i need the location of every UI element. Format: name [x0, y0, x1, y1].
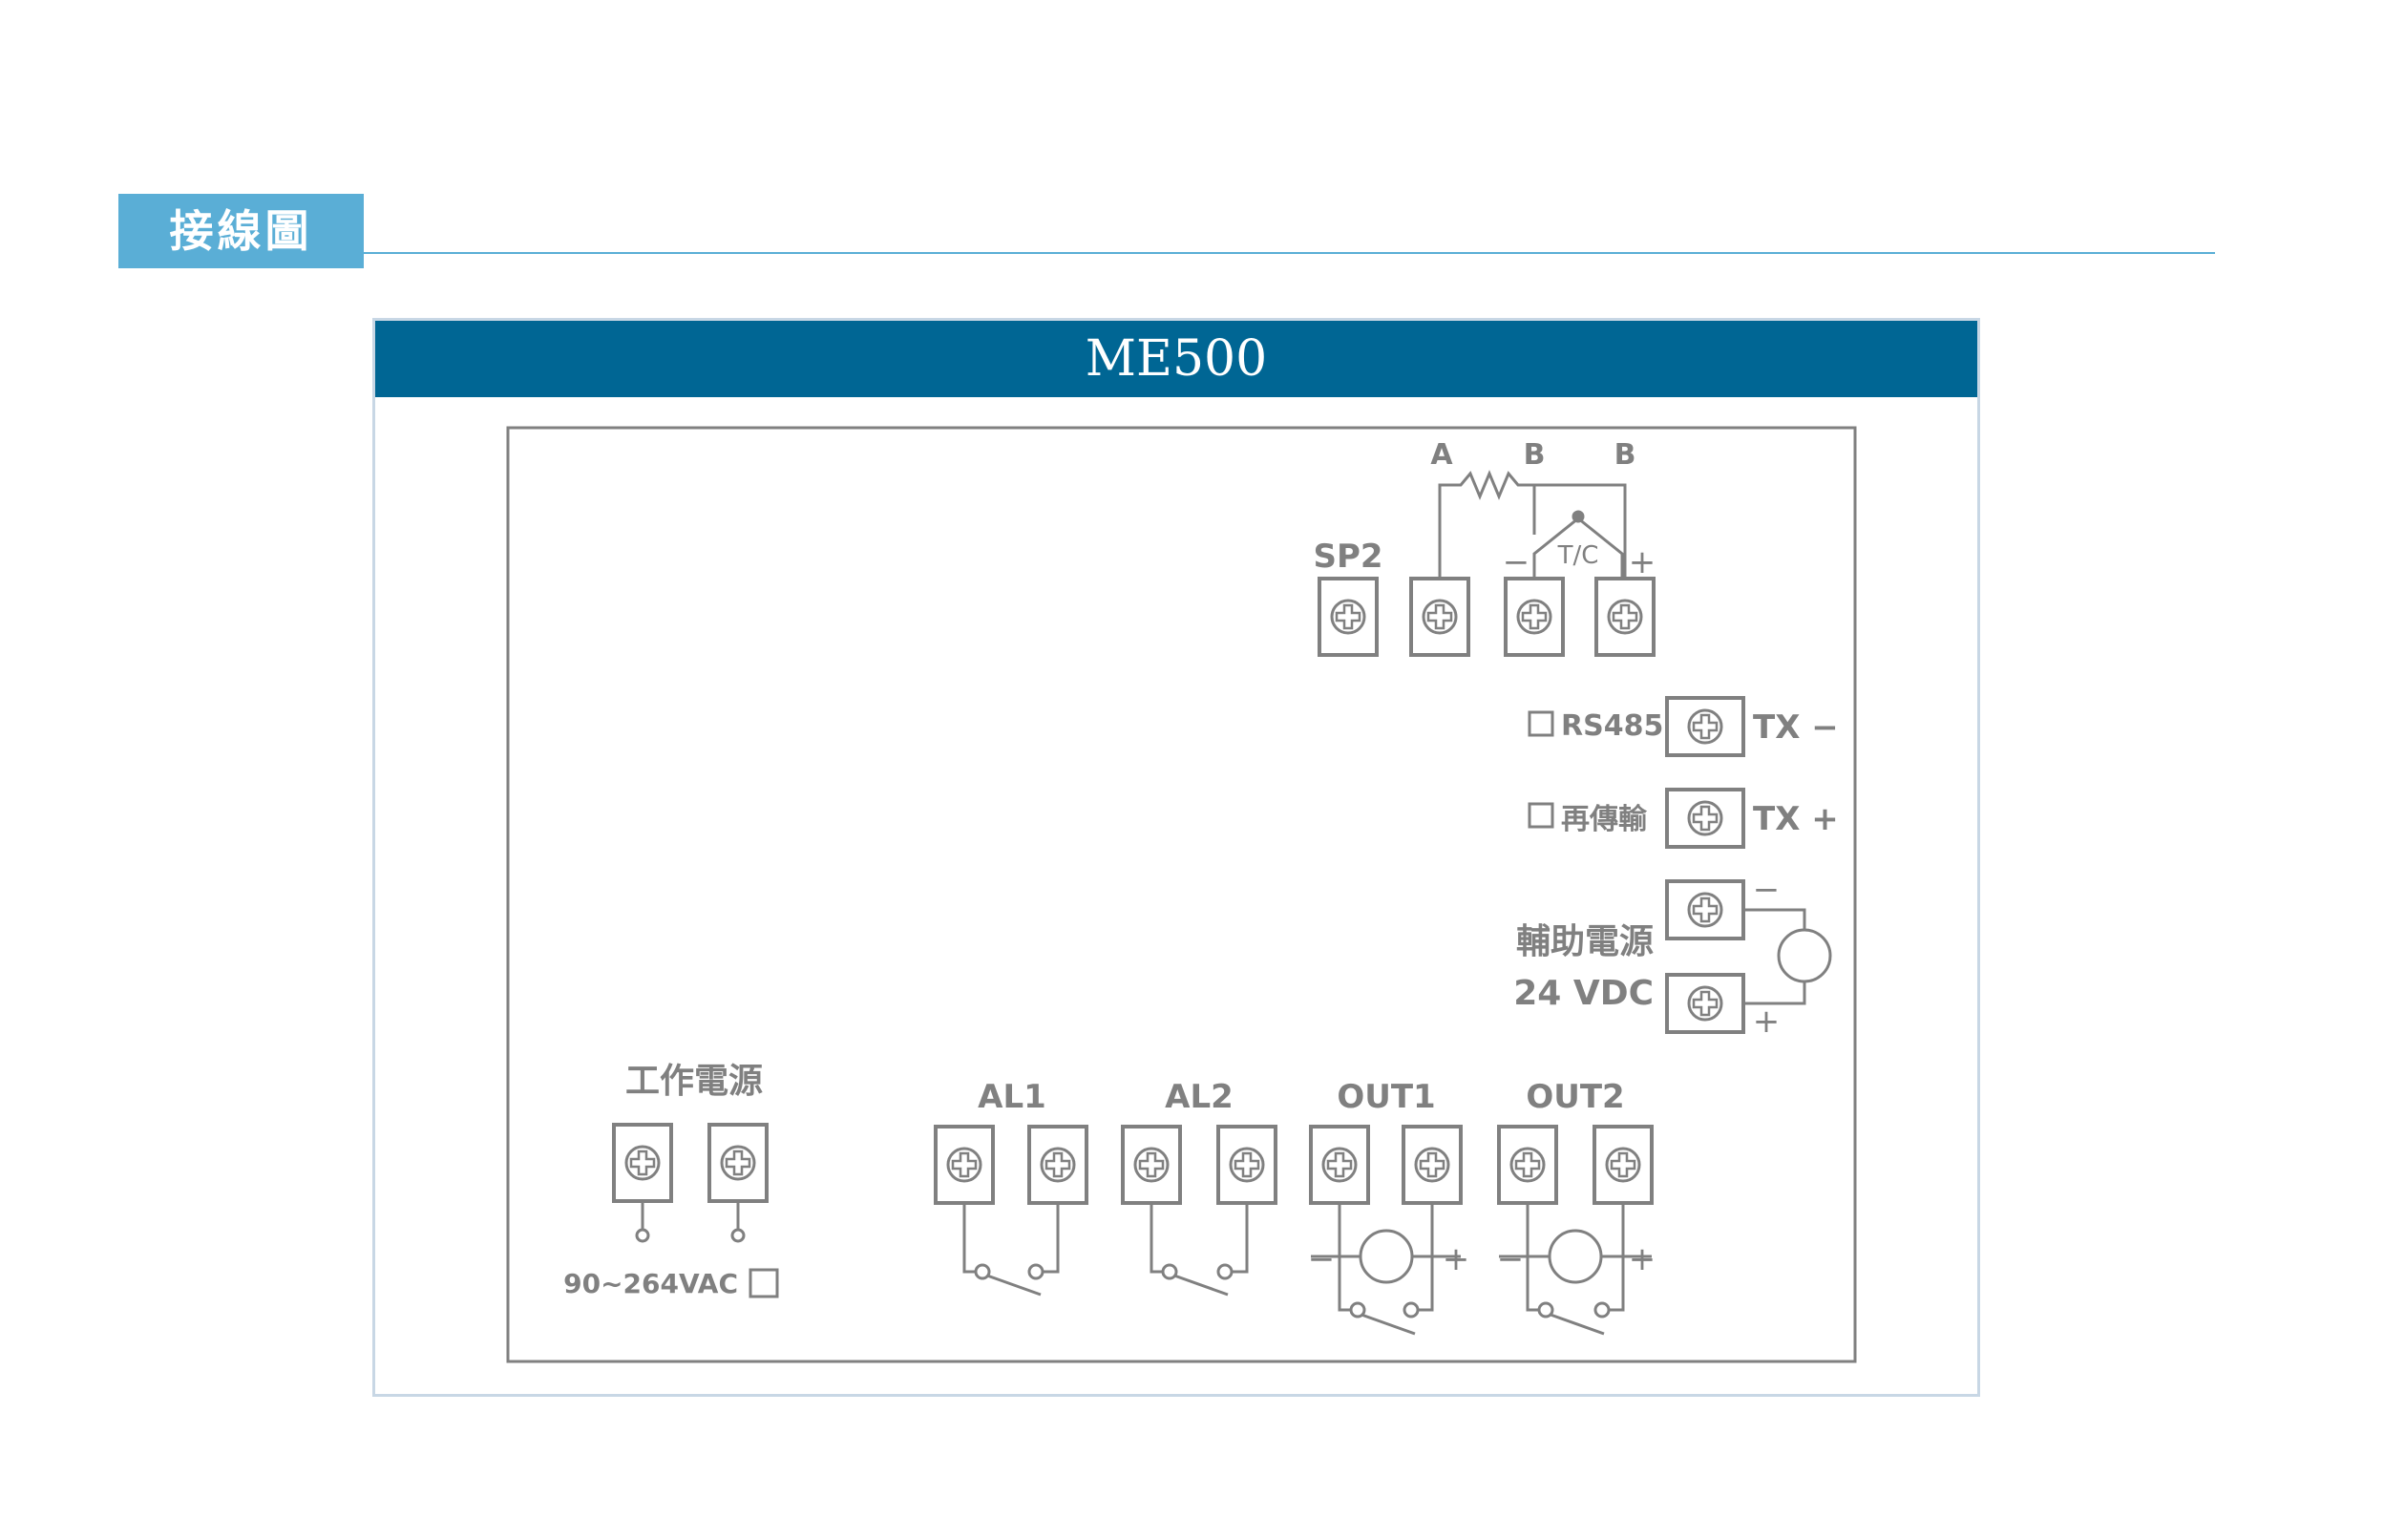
out2-ssr-relay-icon — [1499, 1203, 1652, 1336]
sensor-label-a: A — [1430, 438, 1453, 472]
out2-minus-label: − — [1497, 1240, 1525, 1278]
tx-minus-terminal-icon — [1665, 696, 1745, 757]
out1-plus-label: + — [1443, 1240, 1470, 1278]
rs485-checkbox-icon — [1528, 710, 1554, 737]
tx-minus-label: TX − — [1753, 708, 1839, 747]
power-voltage-label: 90~264VAC — [563, 1268, 738, 1299]
al2-terminal-2-icon — [1216, 1125, 1277, 1205]
model-title: ME500 — [1085, 330, 1268, 388]
al1-label: AL1 — [978, 1078, 1046, 1116]
out1-terminal-2-icon — [1402, 1125, 1463, 1205]
thermocouple-icon — [1532, 510, 1624, 579]
out2-label: OUT2 — [1526, 1078, 1624, 1116]
rtd-resistor-icon — [1438, 470, 1627, 579]
rs485-label: RS485 — [1561, 709, 1663, 743]
tx-plus-label: TX + — [1753, 800, 1839, 838]
wiring-panel: ME500 — [372, 318, 1980, 1397]
al1-terminal-1-icon — [934, 1125, 995, 1205]
tc-minus-label: − — [1503, 543, 1530, 581]
aux-meter-icon — [1743, 908, 1832, 1005]
sp2-terminal-icon — [1318, 577, 1379, 657]
aux-plus-terminal-icon — [1665, 973, 1745, 1034]
sensor-label-b2: B — [1614, 438, 1636, 472]
aux-minus-label: − — [1753, 871, 1781, 909]
out2-terminal-1-icon — [1497, 1125, 1558, 1205]
power-leads — [635, 1201, 746, 1243]
section-title: 接線圖 — [118, 194, 364, 268]
section-divider — [364, 252, 2215, 254]
power-n-terminal-icon — [707, 1123, 769, 1203]
aux-minus-terminal-icon — [1665, 879, 1745, 940]
sensor-label-b1: B — [1524, 438, 1546, 472]
aux-power-label: 輔助電源 — [1516, 922, 1654, 961]
out1-ssr-relay-icon — [1311, 1203, 1461, 1336]
tx-plus-terminal-icon — [1665, 788, 1745, 849]
out1-label: OUT1 — [1337, 1078, 1435, 1116]
sensor-a-terminal-icon — [1409, 577, 1470, 657]
tc-label: T/C — [1557, 541, 1599, 570]
out1-minus-label: − — [1308, 1240, 1336, 1278]
out2-plus-label: + — [1629, 1240, 1656, 1278]
al1-relay-switch-icon — [962, 1203, 1060, 1297]
sensor-b2-terminal-icon — [1594, 577, 1656, 657]
terminal-block-frame — [506, 426, 1857, 1363]
power-l-terminal-icon — [612, 1123, 673, 1203]
power-checkbox-icon — [749, 1268, 779, 1298]
al2-relay-switch-icon — [1150, 1203, 1249, 1297]
sensor-b1-terminal-icon — [1504, 577, 1565, 657]
al1-terminal-2-icon — [1027, 1125, 1088, 1205]
out1-terminal-1-icon — [1309, 1125, 1370, 1205]
tc-plus-label: + — [1629, 543, 1656, 581]
aux-plus-label: + — [1753, 1002, 1781, 1041]
sp2-label: SP2 — [1313, 538, 1382, 576]
out2-terminal-2-icon — [1593, 1125, 1654, 1205]
al2-label: AL2 — [1165, 1078, 1234, 1116]
power-label: 工作電源 — [625, 1062, 763, 1101]
panel-header: ME500 — [375, 321, 1977, 397]
al2-terminal-1-icon — [1121, 1125, 1182, 1205]
aux-voltage-label: 24 VDC — [1513, 974, 1654, 1013]
retrans-label: 再傳輸 — [1561, 803, 1648, 836]
retrans-checkbox-icon — [1528, 802, 1554, 829]
